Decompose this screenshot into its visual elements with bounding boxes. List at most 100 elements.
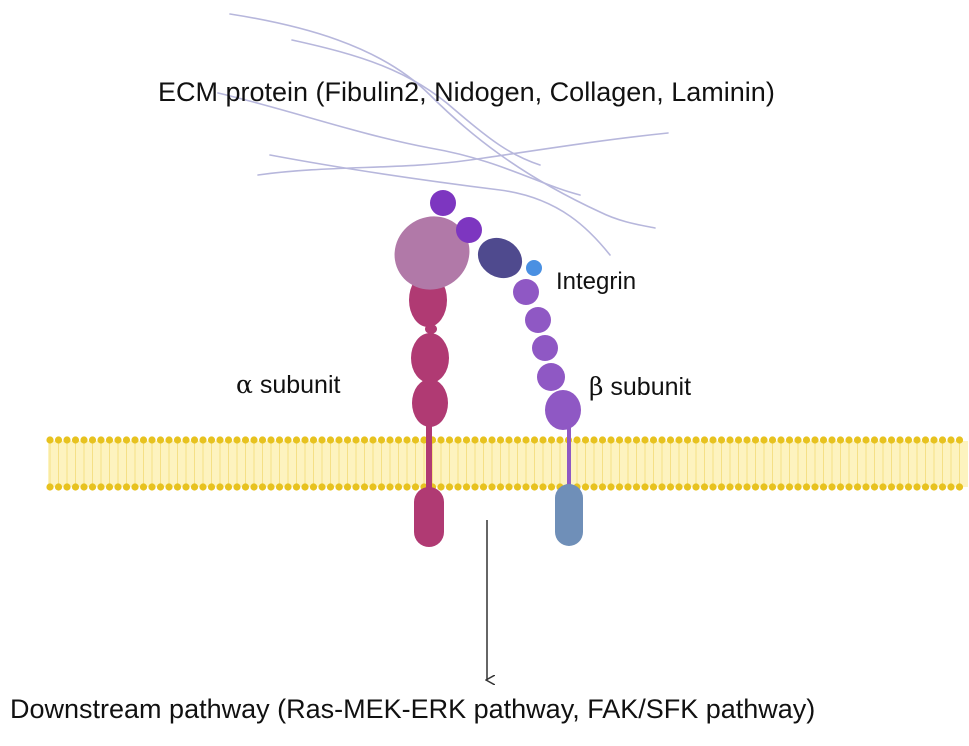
lipid-head xyxy=(760,483,768,491)
lipid-head xyxy=(547,436,556,444)
lipid-head xyxy=(199,436,207,444)
lipid-head xyxy=(46,436,54,444)
lipid-head xyxy=(692,436,700,444)
lipid-head xyxy=(522,483,530,491)
lipid-head xyxy=(700,436,709,444)
lipid-head xyxy=(632,483,641,491)
lipid-head xyxy=(853,483,862,491)
lipid-head xyxy=(539,483,547,491)
lipid-head xyxy=(165,483,173,491)
lipid-head xyxy=(938,483,947,491)
lipid-head xyxy=(768,483,777,491)
lipid-head xyxy=(887,436,896,444)
lipid-head xyxy=(819,483,828,491)
lipid-head xyxy=(471,436,479,444)
lipid-head xyxy=(632,436,641,444)
lipid-head xyxy=(734,436,743,444)
lipid-head xyxy=(199,483,207,491)
lipid-head xyxy=(573,436,581,444)
lipid-head xyxy=(394,483,403,491)
lipid-head xyxy=(726,483,734,491)
ecm-fiber xyxy=(291,39,541,166)
lipid-head xyxy=(649,436,658,444)
lipid-head xyxy=(258,483,267,491)
lipid-head xyxy=(692,483,700,491)
lipid-head xyxy=(445,436,454,444)
lipid-head xyxy=(454,483,462,491)
lipid-head xyxy=(54,436,63,444)
lipid-head xyxy=(105,436,114,444)
lipid-head xyxy=(292,436,301,444)
lipid-head xyxy=(904,483,913,491)
lipid-head xyxy=(190,436,199,444)
lipid-head xyxy=(513,483,522,491)
lipid-head xyxy=(802,436,811,444)
lipid-head xyxy=(590,436,598,444)
lipid-head xyxy=(479,483,488,491)
lipid-head xyxy=(488,483,496,491)
cell-membrane xyxy=(46,436,968,491)
lipid-head xyxy=(233,483,241,491)
lipid-head xyxy=(683,483,692,491)
lipid-head xyxy=(437,436,445,444)
lipid-head xyxy=(930,436,938,444)
lipid-head xyxy=(454,436,462,444)
lipid-head xyxy=(845,483,853,491)
lipid-head xyxy=(505,436,513,444)
lipid-head xyxy=(139,436,148,444)
lipid-head xyxy=(369,483,377,491)
lipid-head xyxy=(437,483,445,491)
lipid-head xyxy=(624,483,632,491)
lipid-head xyxy=(811,436,819,444)
lipid-head xyxy=(641,436,649,444)
ecm-fiber xyxy=(269,154,611,256)
lipid-head xyxy=(768,436,777,444)
lipid-head xyxy=(760,436,768,444)
lipid-head xyxy=(88,483,97,491)
lipid-head xyxy=(641,483,649,491)
alpha-domain xyxy=(411,333,449,383)
lipid-tails xyxy=(49,442,960,485)
lipid-head xyxy=(318,436,326,444)
lipid-head xyxy=(896,483,904,491)
lipid-head xyxy=(471,483,479,491)
alpha-link xyxy=(425,324,437,334)
lipid-head xyxy=(870,483,879,491)
lipid-head xyxy=(904,436,913,444)
beta-domain xyxy=(545,390,581,430)
lipid-head xyxy=(250,436,258,444)
lipid-head xyxy=(318,483,326,491)
lipid-head xyxy=(114,483,122,491)
alpha-domain xyxy=(412,379,448,427)
lipid-head xyxy=(411,483,420,491)
lipid-head xyxy=(360,483,369,491)
lipid-head xyxy=(666,436,675,444)
lipid-head xyxy=(896,436,904,444)
beta-symbol: β xyxy=(589,372,604,401)
lipid-head xyxy=(156,483,165,491)
alpha-subunit-text: subunit xyxy=(252,371,341,399)
lipid-head xyxy=(267,483,275,491)
lipid-head xyxy=(590,483,598,491)
divalent-cation xyxy=(526,260,542,276)
lipid-head xyxy=(726,436,734,444)
lipid-head xyxy=(377,483,386,491)
lipid-head xyxy=(173,483,182,491)
lipid-head xyxy=(352,483,360,491)
lipid-head xyxy=(182,483,190,491)
lipid-head xyxy=(496,436,505,444)
lipid-head xyxy=(352,436,360,444)
lipid-head xyxy=(666,483,675,491)
alpha-head-domain xyxy=(394,216,470,290)
lipid-head xyxy=(581,436,590,444)
lipid-head xyxy=(386,483,394,491)
lipid-head xyxy=(173,436,182,444)
lipid-head xyxy=(921,436,930,444)
beta-domain xyxy=(532,335,558,361)
lipid-head xyxy=(743,483,751,491)
lipid-head xyxy=(743,436,751,444)
lipid-head xyxy=(182,436,190,444)
downstream-pathway-label: Downstream pathway (Ras-MEK-ERK pathway,… xyxy=(10,694,816,724)
lipid-head xyxy=(598,483,607,491)
